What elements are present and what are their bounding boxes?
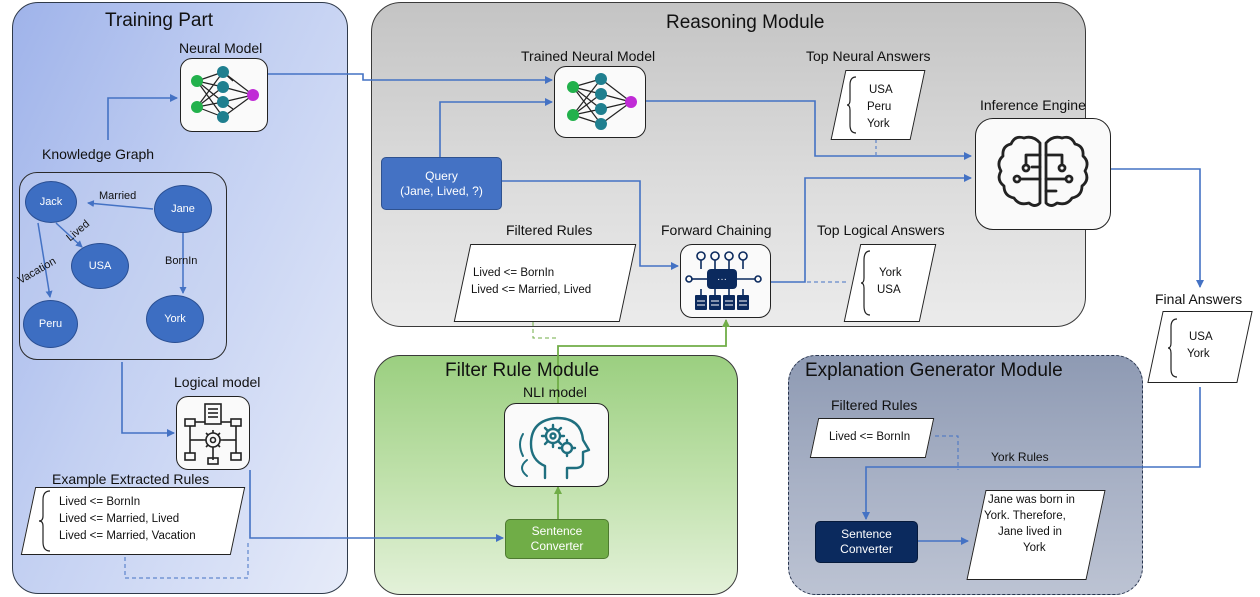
edge-married [87, 200, 154, 210]
nli-model-box[interactable] [504, 403, 609, 487]
dashed-rules-link [124, 540, 249, 579]
explanation-line-3: Jane lived in [998, 526, 1062, 538]
explanation-line-1: Jane was born in [988, 494, 1075, 506]
filter-rule-module-title: Filter Rule Module [445, 360, 600, 381]
kg-node-peru: Peru [23, 300, 78, 348]
filtered-rule-2: Lived <= Married, Lived [471, 284, 592, 296]
head-gears-icon [519, 416, 591, 480]
svg-text:···: ··· [717, 274, 727, 285]
arrow-inference-to-final [1110, 168, 1204, 288]
final-answers-brace-icon [1167, 318, 1178, 378]
edge-vacation [37, 222, 53, 298]
logical-answer-2: USA [877, 284, 901, 296]
rules-brace-icon [38, 490, 51, 552]
arrow-query-to-forward [502, 180, 679, 270]
nli-model-label: NLI model [523, 384, 587, 400]
final-answer-2: York [1187, 348, 1210, 360]
flowchart-gear-icon [184, 403, 242, 465]
explanation-line-4: York [1023, 542, 1046, 554]
query-node[interactable]: Query (Jane, Lived, ?) [381, 157, 502, 210]
top-neural-answers-label: Top Neural Answers [806, 48, 931, 64]
training-part-title: Training Part [105, 10, 214, 31]
neural-model-label: Neural Model [179, 40, 263, 56]
arrow-trained-to-inference [646, 100, 972, 160]
arrow-final-to-explanation [862, 387, 1201, 520]
filtered-rule-1: Lived <= BornIn [473, 267, 555, 279]
kg-node-usa: USA [71, 243, 129, 289]
document-tree-icon: ··· [685, 251, 762, 310]
neural-model-box[interactable] [180, 58, 268, 132]
arrow-logical-to-sentence [249, 470, 504, 542]
explanation-line-2: York. Therefore, [984, 510, 1066, 522]
arrow-neural-to-trained [268, 73, 553, 84]
knowledge-graph-box: Jack Jane USA Peru York Married Lived Va… [16, 172, 227, 360]
explanation-converter-line1: Sentence [841, 527, 892, 541]
example-rule-2: Lived <= Married, Lived [59, 513, 180, 525]
edge-lived [55, 222, 83, 248]
example-rule-1: Lived <= BornIn [59, 496, 141, 508]
logical-answer-1: York [879, 267, 902, 279]
kg-edge-label-bornin: BornIn [165, 255, 198, 267]
final-answer-1: USA [1189, 331, 1213, 343]
dashed-filtered-to-nli [532, 322, 556, 339]
example-rule-3: Lived <= Married, Vacation [59, 530, 196, 542]
york-rules-label: York Rules [991, 450, 1049, 464]
kg-node-york: York [146, 295, 204, 343]
neural-answer-2: Peru [867, 101, 892, 113]
explanation-filtered-rule: Lived <= BornIn [829, 431, 911, 443]
trained-neural-model-label: Trained Neural Model [521, 48, 656, 64]
neural-answers-brace-icon [846, 76, 857, 134]
explanation-generator-title: Explanation Generator Module [805, 360, 1063, 381]
arrow-kg-to-neural [107, 94, 178, 140]
neural-network-icon [191, 66, 259, 123]
kg-node-jane: Jane [154, 185, 212, 233]
forward-chaining-label: Forward Chaining [661, 222, 772, 238]
brain-circuit-icon [997, 135, 1089, 207]
explanation-converter-line2: Converter [840, 542, 893, 556]
query-triple: (Jane, Lived, ?) [400, 183, 483, 198]
sentence-converter-line1: Sentence [531, 524, 583, 538]
top-logical-answers-label: Top Logical Answers [817, 222, 945, 238]
sentence-converter-line2: Converter [530, 539, 584, 553]
logical-answers-brace-icon [860, 250, 871, 316]
arrow-nli-to-forward [557, 319, 730, 403]
arrow-query-to-trained [439, 98, 553, 157]
example-rules-label: Example Extracted Rules [52, 471, 210, 487]
inference-engine-label: Inference Engine [980, 97, 1086, 113]
kg-node-jack: Jack [25, 181, 77, 223]
knowledge-graph-label: Knowledge Graph [42, 146, 155, 162]
sentence-converter-nli[interactable]: Sentence Converter [505, 519, 609, 559]
reasoning-module-title: Reasoning Module [666, 12, 825, 33]
inference-engine-box[interactable] [975, 118, 1111, 230]
trained-neural-model-box[interactable] [554, 66, 646, 138]
query-title: Query [425, 168, 458, 183]
dashed-filtered-rule-link [935, 435, 959, 470]
explanation-filtered-rules-label: Filtered Rules [831, 397, 918, 413]
logical-model-label: Logical model [174, 374, 261, 390]
neural-network-icon [567, 73, 637, 130]
neural-answer-3: York [867, 118, 890, 130]
kg-edge-label-married: Married [99, 190, 137, 202]
logical-model-box[interactable] [176, 396, 250, 470]
filtered-rules-label: Filtered Rules [506, 222, 593, 238]
sentence-converter-explanation[interactable]: Sentence Converter [815, 521, 918, 563]
neural-answer-1: USA [869, 84, 893, 96]
kg-edges [37, 200, 187, 298]
final-answers-label: Final Answers [1155, 291, 1243, 307]
forward-chaining-box[interactable]: ··· [680, 244, 771, 318]
arrow-kg-to-logical [121, 362, 175, 437]
